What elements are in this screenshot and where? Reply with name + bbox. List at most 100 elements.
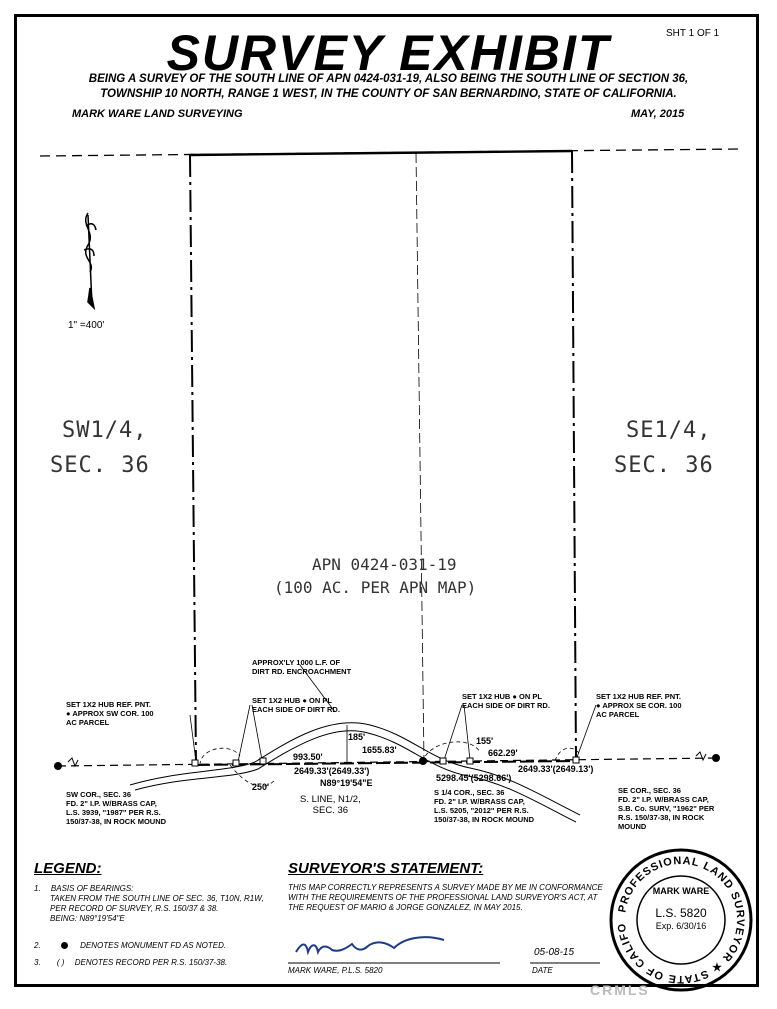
leader-hub-se xyxy=(575,704,597,761)
se-corner-line-4: R.S. 150/37-38, IN ROCK xyxy=(618,813,705,822)
se-corner-line-3: S.B. Co. SURV, "1962" PER xyxy=(618,804,715,813)
sw-corner-line-2: FD. 2" I.P. W/BRASS CAP, xyxy=(66,799,157,808)
hub-pl-line-2: EACH SIDE OF DIRT RD. xyxy=(252,705,340,714)
legend-item-2-number: 2. xyxy=(34,941,41,950)
radius-arc-2 xyxy=(229,764,276,787)
hub-se-line-3: AC PARCEL xyxy=(596,710,640,719)
parcel-north-boundary xyxy=(189,149,573,157)
seal-inner-ring xyxy=(636,875,726,965)
leader-hub-pl2-a xyxy=(443,704,463,761)
legend-item-1-number: 1. xyxy=(34,884,41,893)
hub-pl-line-1: SET 1X2 HUB ● ON PL xyxy=(252,696,332,705)
hub-sw-line-3: AC PARCEL xyxy=(66,718,110,727)
monument-s-quarter xyxy=(419,757,427,765)
s-quarter-corner-note: S 1/4 COR., SEC. 36 FD. 2" I.P. W/BRASS … xyxy=(434,788,534,824)
sw-corner-line-4: 150/37-38, IN ROCK MOUND xyxy=(66,817,167,826)
hub-marker-2 xyxy=(232,759,240,767)
drawing-border xyxy=(14,14,759,987)
south-line-line-2: SEC. 36 xyxy=(312,805,349,816)
hub-se-line-2: ● APPROX SE COR. 100 xyxy=(596,701,682,710)
dirt-road-edge-2 xyxy=(134,730,577,823)
hub-sw-line-1: SET 1X2 HUB REF. PNT. xyxy=(66,700,152,709)
legend-heading: LEGEND: xyxy=(34,860,102,877)
date-label: DATE xyxy=(532,966,553,975)
legend-item-1-line-3: BEING: N89°19'54"E xyxy=(50,914,125,923)
break-mark-west xyxy=(67,757,79,768)
sw-corner-line-1: SW COR., SEC. 36 xyxy=(66,790,132,799)
hub-se-line-1: SET 1X2 HUB REF. PNT. xyxy=(596,692,682,701)
seal-expiration: Exp. 6/30/16 xyxy=(655,921,707,931)
parcel-east-boundary xyxy=(571,150,577,762)
se-quarter-label-2: SEC. 36 xyxy=(614,453,714,478)
se-corner-line-2: FD. 2" I.P. W/BRASS CAP, xyxy=(618,795,709,804)
s-quarter-line-3: L.S. 5205, "2012" PER R.S. xyxy=(434,806,529,815)
legend-item-2: 2. DENOTES MONUMENT FD AS NOTED. xyxy=(34,941,226,951)
statement-line-3: THE REQUEST OF MARIO & JORGE GONZALEZ, I… xyxy=(288,903,523,912)
hub-pl2-line-2: EACH SIDE OF DIRT RD. xyxy=(462,701,550,710)
leader-encroach xyxy=(299,664,336,713)
apn-acreage: (100 AC. PER APN MAP) xyxy=(274,578,477,597)
legend-item-1-line-2: PER RECORD OF SURVEY, R.S. 150/37 & 38. xyxy=(50,904,219,913)
south-line-note: S. LINE, N1/2, SEC. 36 xyxy=(300,794,361,816)
statement-line-1: THIS MAP CORRECTLY REPRESENTS A SURVEY M… xyxy=(288,883,603,892)
hub-marker-3 xyxy=(259,757,267,765)
radius-arc-1 xyxy=(199,747,241,766)
south-line-line-1: S. LINE, N1/2, xyxy=(300,794,361,805)
dim-5298: 5298.45'(5298.66') xyxy=(436,773,512,783)
monument-dot-icon xyxy=(60,942,68,950)
legend-item-1: 1. BASIS OF BEARINGS: TAKEN FROM THE SOU… xyxy=(34,884,264,924)
radius-arc-3 xyxy=(421,741,481,763)
legend-item-2-text: DENOTES MONUMENT FD AS NOTED. xyxy=(80,941,227,950)
surveyor-company: MARK WARE LAND SURVEYING xyxy=(72,108,243,120)
hub-marker-6 xyxy=(572,756,580,764)
signature-drawing xyxy=(295,936,445,956)
parcel-west-boundary xyxy=(189,154,197,765)
signer-name: MARK WARE, P.L.S. 5820 xyxy=(288,966,383,975)
hub-marker-5 xyxy=(466,757,474,765)
bearing-label: N89°19'54"E xyxy=(320,778,373,788)
se-corner-note: SE COR., SEC. 36 FD. 2" I.P. W/BRASS CAP… xyxy=(618,786,714,831)
sw-quarter-label-2: SEC. 36 xyxy=(50,453,150,478)
parcel-south-boundary xyxy=(195,760,577,766)
north-arrow-icon xyxy=(83,212,97,311)
s-quarter-line-1: S 1/4 COR., SEC. 36 xyxy=(434,788,505,797)
dim-2649-west: 2649.33'(2649.33') xyxy=(294,766,370,776)
hub-pl2-note: SET 1X2 HUB ● ON PL EACH SIDE OF DIRT RD… xyxy=(462,692,550,710)
apn-label: APN 0424-031-19 xyxy=(312,555,457,574)
legend-item-3-text: DENOTES RECORD PER R.S. 150/37-38. xyxy=(74,958,228,967)
leader-hub-pl-b xyxy=(251,704,263,761)
hub-marker-4 xyxy=(439,757,447,765)
hub-sw-line-2: ● APPROX SW COR. 100 xyxy=(66,709,154,718)
dim-1655: 1655.83' xyxy=(362,745,397,755)
subtitle-line-1: BEING A SURVEY OF THE SOUTH LINE OF APN … xyxy=(88,73,689,85)
seal-license: L.S. 5820 xyxy=(655,906,707,920)
legend-item-1-line-1: TAKEN FROM THE SOUTH LINE OF SEC. 36, T1… xyxy=(50,894,264,903)
survey-date-header: MAY, 2015 xyxy=(631,108,685,120)
break-mark-east xyxy=(695,751,707,762)
subtitle-line-2: TOWNSHIP 10 NORTH, RANGE 1 WEST, IN THE … xyxy=(100,88,677,100)
sw-corner-note: SW COR., SEC. 36 FD. 2" I.P. W/BRASS CAP… xyxy=(66,790,166,826)
se-corner-line-1: SE COR., SEC. 36 xyxy=(618,786,681,795)
dim-662: 662.29' xyxy=(488,748,518,758)
monument-se xyxy=(712,754,720,762)
dim-2649-east: 2649.33'(2649.13') xyxy=(518,764,594,774)
legend-item-3: 3. ( ) DENOTES RECORD PER R.S. 150/37-38… xyxy=(34,958,227,968)
leader-hub-pl-a xyxy=(237,704,251,763)
encroachment-line-1: APPROX'LY 1000 L.F. OF xyxy=(252,658,341,667)
legend-item-3-number: 3. xyxy=(34,958,41,967)
sw-quarter-label-1: SW1/4, xyxy=(62,418,148,443)
statement-line-2: WITH THE REQUIREMENTS OF THE PROFESSIONA… xyxy=(288,893,598,902)
s-quarter-line-4: 150/37-38, IN ROCK MOUND xyxy=(434,815,535,824)
legend-item-1-title: BASIS OF BEARINGS: xyxy=(50,884,134,893)
hub-pl-note: SET 1X2 HUB ● ON PL EACH SIDE OF DIRT RD… xyxy=(252,696,340,714)
signature-date: 05-08-15 xyxy=(534,947,575,958)
dim-155: 155' xyxy=(476,736,494,746)
seal-name: MARK WARE xyxy=(652,886,710,896)
encroachment-note: APPROX'LY 1000 L.F. OF DIRT RD. ENCROACH… xyxy=(252,658,351,676)
hub-pl2-line-1: SET 1X2 HUB ● ON PL xyxy=(462,692,542,701)
encroachment-line-2: DIRT RD. ENCROACHMENT xyxy=(252,667,352,676)
statement-body: THIS MAP CORRECTLY REPRESENTS A SURVEY M… xyxy=(288,883,603,913)
watermark: CRMLS xyxy=(590,982,650,998)
scale-label: 1" =400' xyxy=(68,320,105,331)
